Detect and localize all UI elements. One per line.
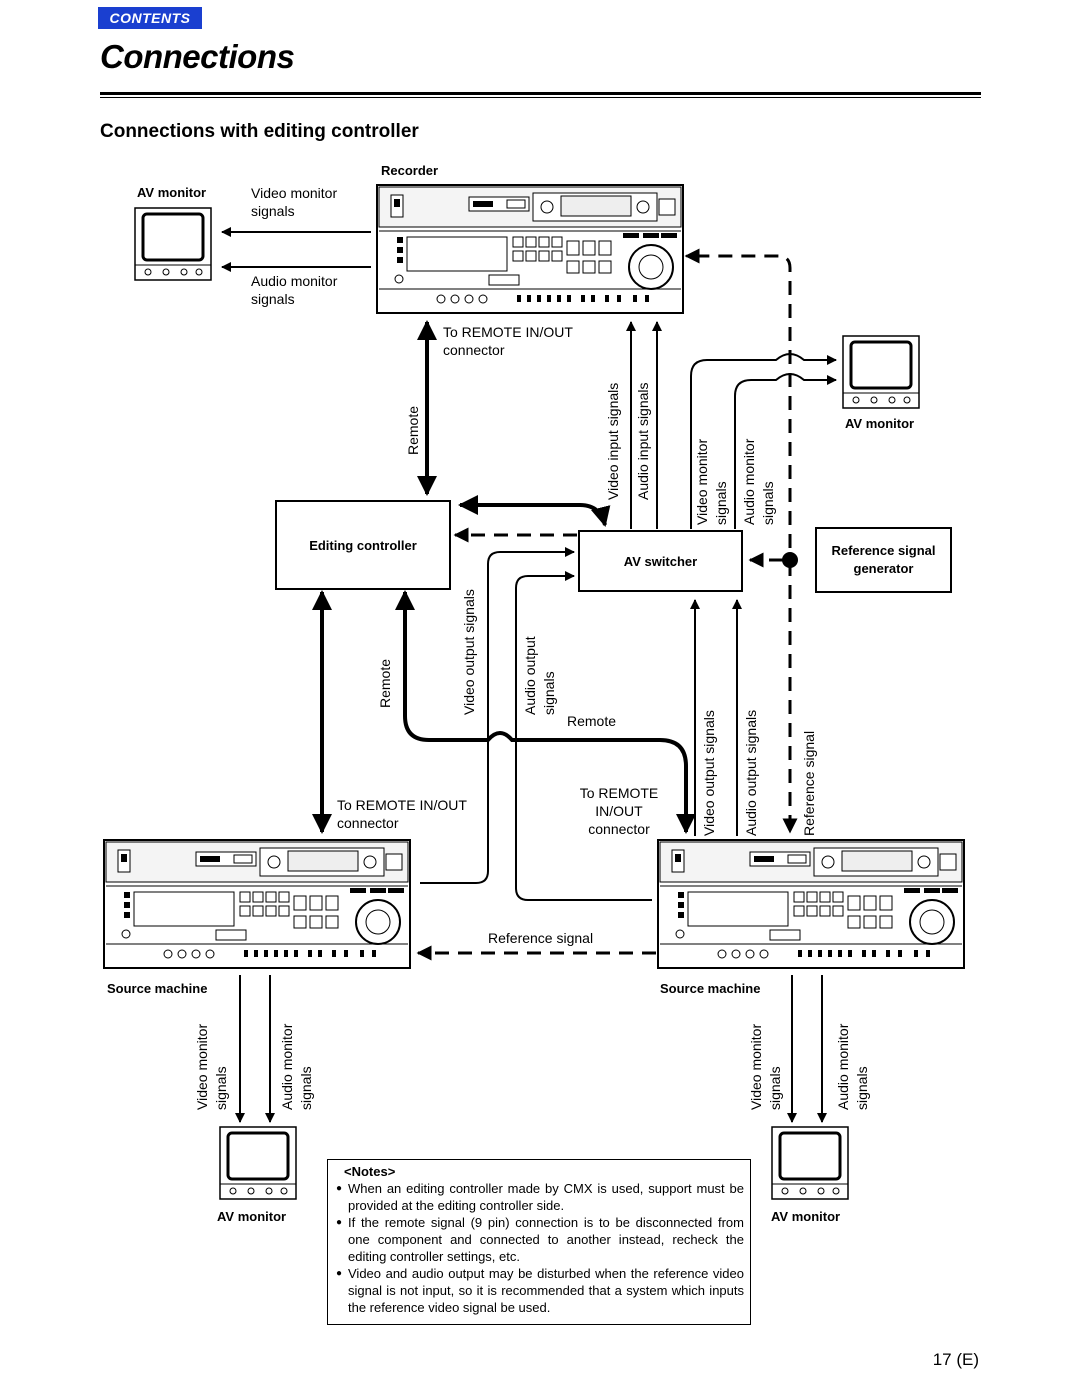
reference-generator-box: Reference signal generator <box>815 527 952 593</box>
note-item: If the remote signal (9 pin) connection … <box>336 1214 744 1265</box>
reference-generator-label-1: Reference signal <box>831 543 936 558</box>
video-output-signals-label: Video output signals <box>461 589 477 715</box>
notes-heading: <Notes> <box>344 1164 396 1179</box>
av-monitor-top-left-label: AV monitor <box>137 185 207 200</box>
source-machine-left-deck <box>103 839 411 969</box>
notes-box: <Notes> When an editing controller made … <box>327 1159 751 1325</box>
source-machine-left-label: Source machine <box>107 981 208 996</box>
section-title: Connections with editing controller <box>100 121 419 142</box>
switcher-video-output-label: Video output signals <box>701 710 717 836</box>
page-title: Connections <box>100 38 295 75</box>
reference-signal-label: Reference signal <box>488 930 594 946</box>
source-machine-right-label: Source machine <box>660 981 761 996</box>
av-switcher-box: AV switcher <box>578 530 743 592</box>
page-number: 17 (E) <box>932 1350 979 1369</box>
reference-generator-label-2: generator <box>853 561 914 576</box>
contents-button[interactable]: CONTENTS <box>98 7 202 29</box>
note-item: When an editing controller made by CMX i… <box>336 1180 744 1214</box>
remote-top-label: Remote <box>405 405 421 455</box>
av-monitor-bottom-right-label: AV monitor <box>771 1209 841 1224</box>
remote-mid-label: Remote <box>377 658 393 708</box>
recorder-label: Recorder <box>381 163 439 178</box>
editing-controller-box: Editing controller <box>275 500 451 590</box>
av-monitor-right <box>841 334 921 410</box>
note-item: Video and audio output may be disturbed … <box>336 1265 744 1316</box>
av-switcher-label: AV switcher <box>623 553 698 569</box>
editing-controller-label: Editing controller <box>309 537 417 553</box>
title-divider-thin <box>100 97 981 98</box>
switcher-audio-output-label: Audio output signals <box>743 709 759 836</box>
av-monitor-top-left <box>133 206 213 282</box>
av-monitor-right-label: AV monitor <box>845 416 915 431</box>
source-machine-right-deck <box>657 839 965 969</box>
reference-signal-vertical-label: Reference signal <box>801 730 817 836</box>
recorder-deck <box>376 184 684 314</box>
av-monitor-bottom-left <box>218 1125 298 1201</box>
title-divider <box>100 92 981 95</box>
remote-label-right: Remote <box>567 713 617 729</box>
av-monitor-bottom-right <box>770 1125 850 1201</box>
audio-input-signals-label: Audio input signals <box>635 382 651 500</box>
video-input-signals-label: Video input signals <box>605 382 621 500</box>
av-monitor-bottom-left-label: AV monitor <box>217 1209 287 1224</box>
